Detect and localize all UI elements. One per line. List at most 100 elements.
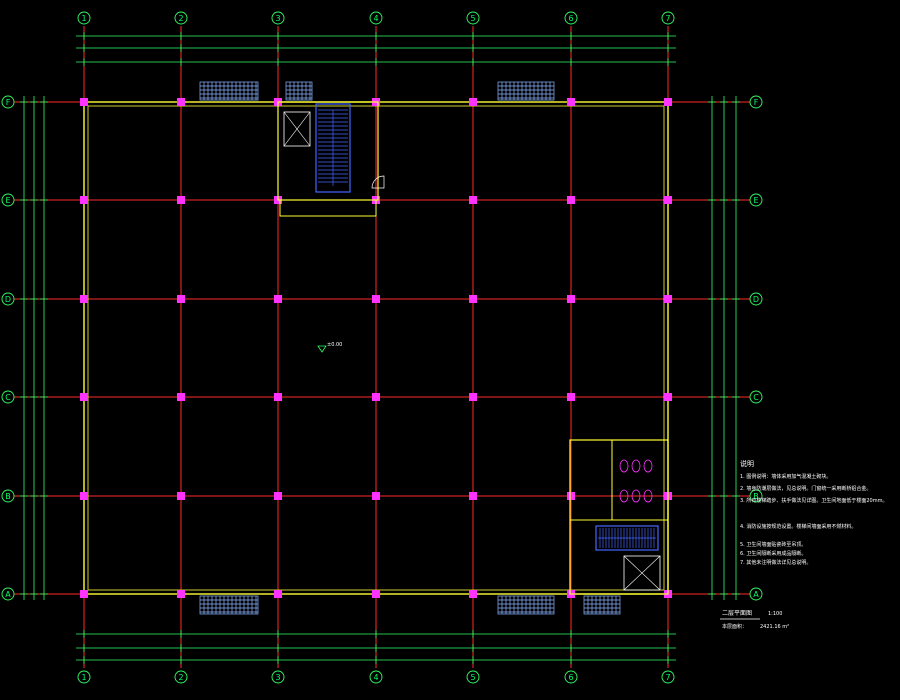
axis-bubble-top-7: [661, 11, 675, 25]
column-5-6: [469, 590, 477, 598]
axis-bubble-right-F-label: F: [754, 98, 759, 107]
elevation-label: ±0.00: [327, 342, 342, 348]
column-6-4: [567, 393, 575, 401]
toilet-fixture-1: [619, 459, 629, 473]
door-swing-north: [371, 175, 385, 189]
axis-bubble-bottom-1-label: 1: [81, 673, 86, 682]
column-7-3: [664, 295, 672, 303]
axis-bubble-left-C: [1, 390, 15, 404]
column-4-4: [372, 393, 380, 401]
axis-bubble-left-D: [1, 292, 15, 306]
axis-bubble-right-C-label: C: [753, 393, 759, 402]
axis-bubble-bottom-4: [369, 670, 383, 684]
window-south-1: [199, 595, 259, 615]
column-5-3: [469, 295, 477, 303]
column-3-3: [274, 295, 282, 303]
axis-bubble-left-D-label: D: [5, 295, 11, 304]
notes-heading: 说明: [740, 459, 754, 468]
axis-bubble-right-B-label: B: [753, 492, 759, 501]
axis-bubble-left-B-label: B: [5, 492, 11, 501]
column-5-5: [469, 492, 477, 500]
axis-bubble-top-5: [466, 11, 480, 25]
column-7-1: [664, 98, 672, 106]
axis-bubble-right-E: [749, 193, 763, 207]
axis-bubble-left-A: [1, 587, 15, 601]
axis-bubble-top-4: [369, 11, 383, 25]
toilet-fixture-5: [631, 489, 641, 503]
axis-bubble-top-3: [271, 11, 285, 25]
axis-bubble-top-6: [564, 11, 578, 25]
southeast-core: [569, 439, 669, 595]
axis-bubble-left-F: [1, 95, 15, 109]
axis-bubble-top-2: [174, 11, 188, 25]
column-2-6: [177, 590, 185, 598]
axis-bubble-top-4-label: 4: [373, 14, 378, 23]
axis-bubble-bottom-5: [466, 670, 480, 684]
axis-bubble-left-C-label: C: [5, 393, 11, 402]
axis-bubble-bottom-3: [271, 670, 285, 684]
note-item-1: 1. 图例说明：墙体采用加气混凝土砌块。: [740, 473, 831, 480]
column-4-3: [372, 295, 380, 303]
window-north-2: [285, 81, 313, 101]
window-south-3: [583, 595, 621, 615]
axis-bubble-right-A-label: A: [753, 590, 759, 599]
axis-bubble-bottom-7: [661, 670, 675, 684]
axis-bubble-left-E-label: E: [5, 196, 10, 205]
column-1-6: [80, 590, 88, 598]
note-item-6: 6. 卫生间隔断采用成品隔断。: [740, 550, 806, 557]
axis-bubble-bottom-6-label: 6: [568, 673, 573, 682]
column-4-6: [372, 590, 380, 598]
toilet-fixtures: [619, 459, 653, 503]
column-6-3: [567, 295, 575, 303]
toilet-fixture-3: [643, 459, 653, 473]
stair-enclosure-se: [595, 525, 659, 551]
toilet-fixture-2: [631, 459, 641, 473]
column-4-5: [372, 492, 380, 500]
column-1-1: [80, 98, 88, 106]
drawing-scale: 1:100: [768, 611, 782, 617]
column-2-2: [177, 196, 185, 204]
axis-bubble-right-F: [749, 95, 763, 109]
note-item-5: 5. 卫生间墙面贴瓷砖至吊顶。: [740, 541, 806, 548]
stair-treads-se: [598, 528, 656, 548]
axis-bubble-right-A: [749, 587, 763, 601]
column-7-4: [664, 393, 672, 401]
axis-bubble-top-3-label: 3: [275, 14, 280, 23]
elevator-cross-b: [283, 111, 311, 147]
elevator-shaft: [283, 111, 311, 147]
column-3-6: [274, 590, 282, 598]
stair-treads-north: [318, 109, 348, 186]
title-block: 二层平面图 1:100 本层面积： 2421.16 m²: [720, 610, 789, 630]
axis-bubble-top-6-label: 6: [568, 14, 573, 23]
column-5-1: [469, 98, 477, 106]
elevation-marker: ±0.00: [317, 342, 342, 353]
axis-bubble-left-F-label: F: [6, 98, 11, 107]
column-2-5: [177, 492, 185, 500]
window-north-1: [199, 81, 259, 101]
elevator-shaft-se: [623, 555, 661, 591]
column-3-5: [274, 492, 282, 500]
column-1-5: [80, 492, 88, 500]
column-2-4: [177, 393, 185, 401]
notes-block: 说明 1. 图例说明：墙体采用加气混凝土砌块。 2. 墙身防潮层做法，见总说明。…: [740, 459, 887, 566]
column-1-4: [80, 393, 88, 401]
axis-bubble-right-C: [749, 390, 763, 404]
axis-bubble-right-E-label: E: [753, 196, 758, 205]
column-2-3: [177, 295, 185, 303]
dimension-lines: [20, 32, 740, 664]
area-value: 2421.16 m²: [760, 624, 789, 630]
windows: [199, 81, 621, 615]
column-5-4: [469, 393, 477, 401]
column-6-2: [567, 196, 575, 204]
elevation-triangle: [317, 345, 327, 353]
axis-bubble-bottom-1: [77, 670, 91, 684]
axis-bubble-bottom-3-label: 3: [275, 673, 280, 682]
axis-bubble-left-E: [1, 193, 15, 207]
toilet-fixture-4: [619, 489, 629, 503]
axis-bubble-bottom-4-label: 4: [373, 673, 378, 682]
axis-bubble-top-1: [77, 11, 91, 25]
axis-bubble-bottom-6: [564, 670, 578, 684]
column-1-2: [80, 196, 88, 204]
